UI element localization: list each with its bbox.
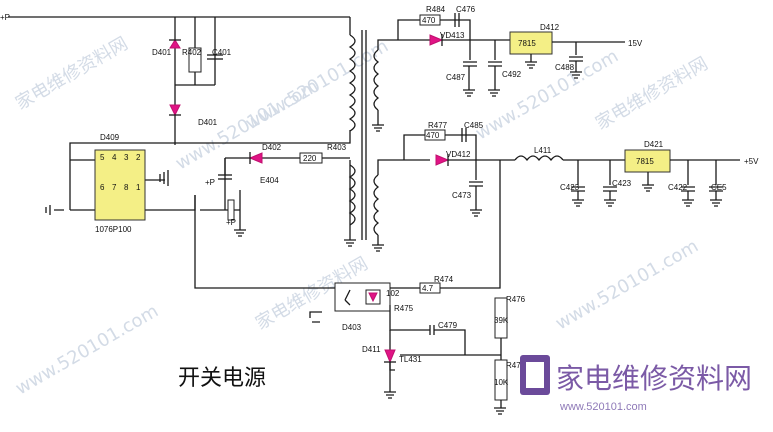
- ic-d409: [94, 149, 146, 221]
- label-r484: R484: [426, 5, 446, 14]
- feedback-network: [334, 160, 508, 408]
- net-plus-p-2: +P: [205, 178, 215, 187]
- label-d401a: D401: [152, 48, 172, 57]
- aux-supply: [218, 152, 323, 221]
- inductor-l411: [514, 155, 564, 162]
- ic-pin-1: 1: [136, 183, 141, 192]
- label-ic-part: 1076P100: [95, 225, 132, 234]
- resistor-220: [299, 152, 323, 164]
- rail-5v: [403, 128, 740, 210]
- label-r477-value: 470: [426, 131, 440, 140]
- label-c423a: C423: [560, 183, 580, 192]
- net-plus-p-3: +P: [226, 218, 236, 227]
- label-d409: D409: [100, 133, 120, 142]
- label-7815-2: 7815: [636, 157, 654, 166]
- label-d402: D402: [262, 143, 282, 152]
- label-c487: C487: [446, 73, 466, 82]
- label-vd413: VD413: [440, 31, 465, 40]
- optocoupler-d403: [334, 282, 391, 312]
- label-r474: R474: [434, 275, 454, 284]
- diode-d402: [248, 152, 263, 164]
- watermark-8: www.520101.com: [552, 236, 702, 335]
- watermark-2: www.520101.com: [12, 301, 162, 400]
- label-c492: C492: [502, 70, 522, 79]
- rail-15v: [397, 13, 625, 90]
- label-e404: E404: [260, 176, 279, 185]
- labels: +P D401 R402 C401 D401 D409 5 4 3 2 6 7 …: [0, 5, 759, 391]
- label-r476-value: 39K: [494, 316, 509, 325]
- label-r477: R477: [428, 121, 448, 130]
- diode-d411: [384, 349, 396, 364]
- ic-pin-2: 2: [136, 153, 141, 162]
- label-ce5: CE5: [711, 183, 727, 192]
- transformer-primary: [348, 30, 367, 240]
- diagram-title: 开关电源: [178, 366, 266, 391]
- label-l411: L411: [534, 146, 552, 155]
- diode-vd412: [435, 154, 450, 166]
- label-c422: C422: [668, 183, 688, 192]
- label-r484-value: 470: [422, 16, 436, 25]
- label-r476: R476: [506, 295, 526, 304]
- label-r475: R475: [394, 304, 414, 313]
- label-r474-value: 4.7: [422, 284, 434, 293]
- resistor-r477: [424, 129, 446, 141]
- logo-text: 家电维修资料网: [556, 362, 752, 395]
- diode-vd413: [429, 34, 444, 46]
- watermark-1: 家电维修资料网: [12, 33, 132, 114]
- label-r403: R403: [327, 143, 347, 152]
- label-c485: C485: [464, 121, 484, 130]
- label-c476: C476: [456, 5, 476, 14]
- ic-pin-5: 5: [100, 153, 105, 162]
- logo-url: www.520101.com: [559, 401, 647, 413]
- label-220: 220: [303, 154, 317, 163]
- label-vd412: VD412: [446, 150, 471, 159]
- resistor-r402: [188, 47, 202, 73]
- label-c488: C488: [555, 63, 575, 72]
- label-d421: D421: [644, 140, 664, 149]
- label-d412: D412: [540, 23, 560, 32]
- site-logo: 家电维修资料网 www.520101.com: [520, 355, 752, 413]
- label-d411: D411: [362, 345, 381, 354]
- ic-pin-8: 8: [124, 183, 129, 192]
- ic-pin-3: 3: [124, 153, 129, 162]
- net-5v: +5V: [744, 157, 759, 166]
- ic-body: [94, 149, 146, 221]
- label-c479: C479: [438, 321, 458, 330]
- resistor-r474: [419, 282, 441, 294]
- net-15v: 15V: [628, 39, 643, 48]
- ic-pin-7: 7: [112, 183, 117, 192]
- label-c401: C401: [212, 48, 232, 57]
- label-r478: R478: [506, 361, 526, 370]
- label-102: 102: [386, 289, 400, 298]
- diode-d401a: [169, 39, 181, 49]
- net-plus-p: +P: [0, 13, 10, 22]
- label-7815-1: 7815: [518, 39, 536, 48]
- label-c473: C473: [452, 191, 472, 200]
- label-c423b: C423: [612, 179, 632, 188]
- ic-pin-4: 4: [112, 153, 117, 162]
- label-d403: D403: [342, 323, 362, 332]
- transformer-secondary: [373, 39, 430, 245]
- snubber-network: [169, 39, 223, 117]
- label-d401b: D401: [198, 118, 218, 127]
- resistor-r484: [419, 14, 441, 26]
- label-tl431: TL431: [399, 355, 422, 364]
- label-r478-value: 10K: [494, 378, 509, 387]
- diode-d401b: [169, 104, 181, 117]
- ic-pin-6: 6: [100, 183, 105, 192]
- primary-wiring: [8, 16, 351, 289]
- label-r402: R402: [182, 48, 202, 57]
